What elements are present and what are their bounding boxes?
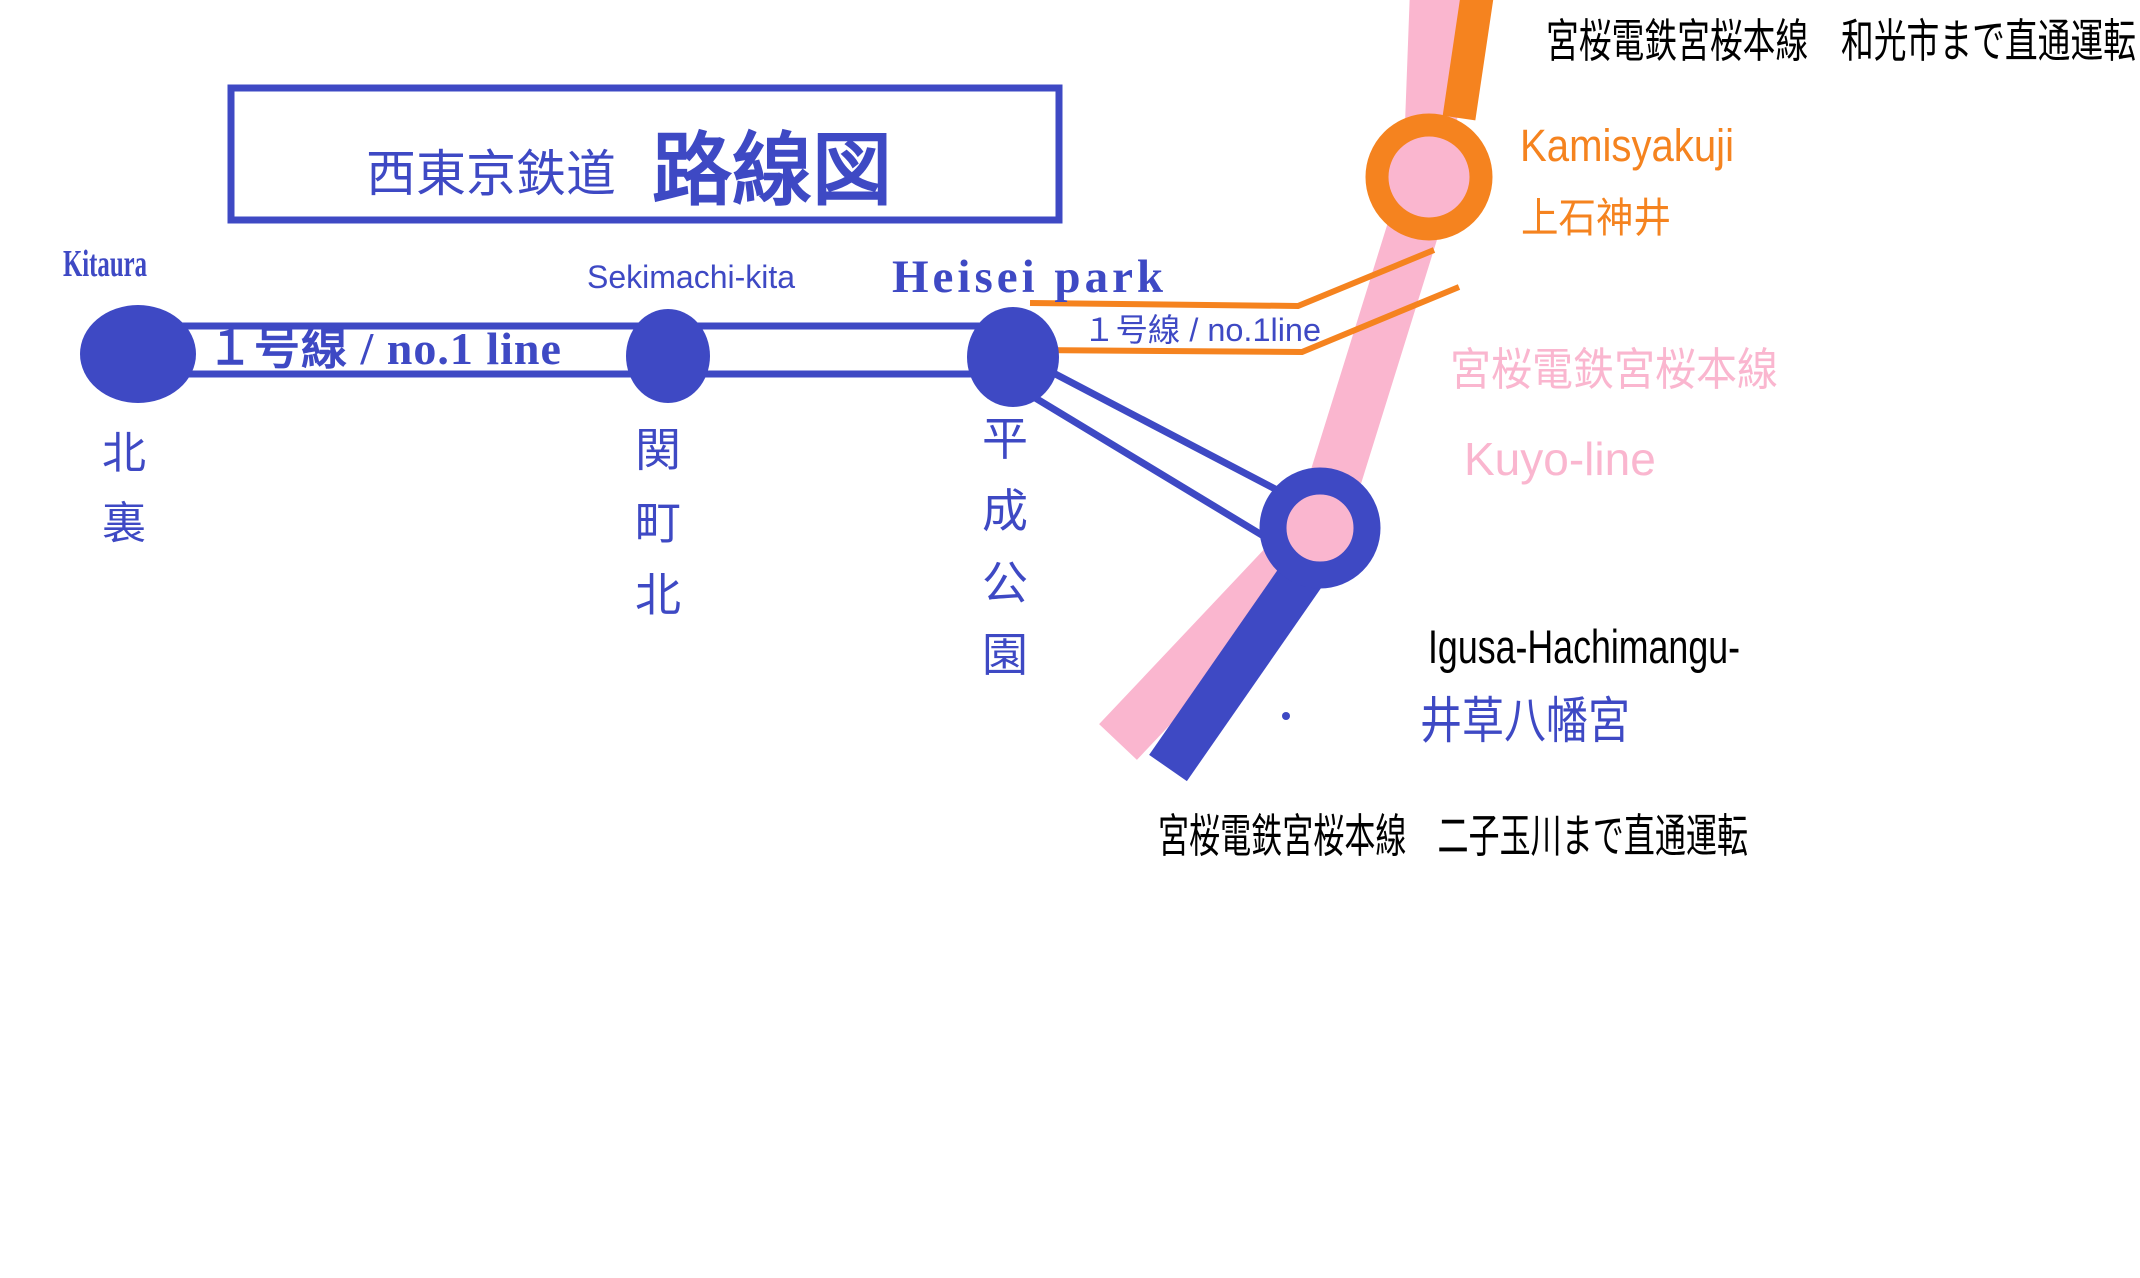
station-kitaura-kanji-1: 裏 [102,499,146,548]
station-heisei-park-kanji-0: 平 [982,414,1028,465]
kuyo-line-name-ja: 宮桜電鉄宮桜本線 [1450,344,1778,395]
station-heisei-park-kanji-3: 園 [982,630,1028,681]
station-kamisyakuji-name-ja: 上石神井 [1521,195,1671,241]
station-heisei-park-kanji-2: 公 [982,558,1028,609]
stray-dot [1282,712,1290,720]
station-kamisyakuji-ring [1365,113,1493,241]
note-through-service-bottom: 宮桜電鉄宮桜本線 二子玉川まで直通運転 [1158,810,1748,862]
branch-track-lower [1029,284,1461,356]
station-sekimachi-kita-kanji-2: 北 [635,570,681,621]
branch-track-upper [1029,247,1436,310]
note-through-service-top: 宮桜電鉄宮桜本線 和光市まで直通運転 [1546,15,2136,67]
station-igusa-ring [1259,467,1381,589]
station-heisei-park-marker [967,307,1059,407]
station-kamisyakuji-inner [1379,127,1479,227]
line1-branch-track-lower [1030,393,1287,552]
title-box [227,84,1063,224]
station-sekimachi-kita-kanji-0: 関 [635,425,681,476]
line1-label: １号線 / no.1 line [207,323,562,374]
station-heisei-park-name-en: Heisei park [892,251,1167,303]
station-kitaura-marker [80,305,196,403]
station-kitaura-name-en: Kitaura [63,243,147,285]
station-sekimachi-kita-kanji-1: 町 [635,498,681,549]
station-sekimachi-kita-marker [626,309,710,403]
kuyo-line-name-en: Kuyo-line [1464,433,1656,485]
line1-branch-label: １号線 / no.1line [1083,312,1321,348]
title-railway-name: 西東京鉄道 [366,146,616,202]
station-kamisyakuji-name-en: Kamisyakuji [1520,120,1734,171]
station-igusa-name-en: Igusa-Hachimangu- [1428,620,1740,673]
station-igusa-inner [1275,483,1365,573]
station-heisei-park-kanji-1: 成 [982,486,1028,537]
station-kitaura-kanji-0: 北 [102,429,146,478]
station-igusa-name-ja: 井草八幡宮 [1420,693,1630,749]
line1-branch-track-upper [1038,362,1302,506]
station-sekimachi-kita-name-en: Sekimachi-kita [587,259,795,295]
kamisyakuji-orange-band [1442,0,1494,121]
kuyo-line-band [1099,0,1462,760]
title-map-label: 路線図 [652,128,892,216]
